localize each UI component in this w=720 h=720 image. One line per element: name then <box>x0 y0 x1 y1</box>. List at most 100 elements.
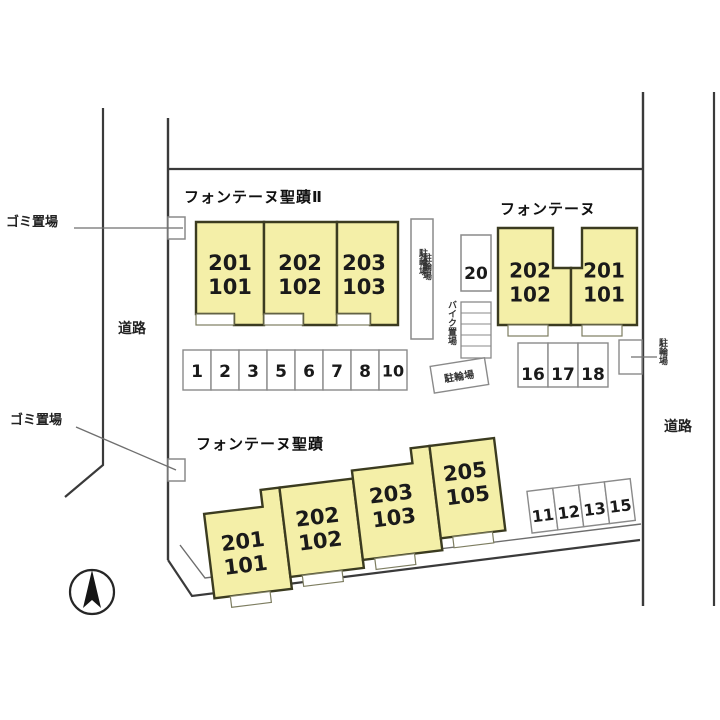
parking-stall[interactable]: 1 <box>182 349 212 391</box>
building-seiseki-2: 201 101 202 102 203 103 フォンテーヌ聖蹟Ⅱ <box>184 188 400 327</box>
building-1-unit-2-lower: 102 <box>297 526 343 555</box>
parking-stall[interactable]: 12 <box>551 484 585 531</box>
bicycle-parking-label: 駐輪場 <box>417 247 428 276</box>
fontaine-unit-2-lower: 101 <box>583 283 625 307</box>
building-2-unit-2-upper: 202 <box>278 251 322 275</box>
parking-stall-label: 15 <box>608 495 632 517</box>
parking-stall-label: 7 <box>331 362 343 382</box>
bicycle-parking-right <box>618 339 657 375</box>
parking-stall-20[interactable]: 20 <box>460 234 492 292</box>
parking-stall-box[interactable] <box>350 349 380 391</box>
parking-stall[interactable]: 2 <box>210 349 240 391</box>
fontaine-unit-2-upper: 201 <box>583 259 625 283</box>
label-gomi-bottom: ゴミ置場 <box>10 413 63 428</box>
parking-stall[interactable]: 6 <box>294 349 324 391</box>
parking-stall-label: 18 <box>581 365 605 385</box>
parking-stall-box[interactable] <box>210 349 240 391</box>
parking-stall[interactable]: 17 <box>547 342 579 388</box>
parking-stall-box[interactable] <box>517 342 549 388</box>
building-1-unit-2 <box>278 477 366 579</box>
fontaine-title: フォンテーヌ <box>500 200 596 218</box>
parking-stall-box[interactable] <box>577 342 609 388</box>
building-2-unit-3-upper: 203 <box>342 251 386 275</box>
parking-stall-label: 10 <box>382 362 404 381</box>
building-1-stoop-1 <box>229 590 273 608</box>
parking-stall-box[interactable] <box>266 349 296 391</box>
site-boundary-south <box>167 538 641 598</box>
fontaine-unit-1-upper: 202 <box>509 259 551 283</box>
label-doro-right: 道路 <box>664 419 692 435</box>
building-1-unit-2-upper: 202 <box>294 503 340 532</box>
building-2-stoop-3 <box>336 313 371 326</box>
motorcycle-parking-box <box>460 301 492 359</box>
building-1-unit-4-lower: 105 <box>445 481 491 510</box>
garbage-leader-bottom <box>75 426 177 471</box>
parking-stall[interactable]: 3 <box>238 349 268 391</box>
parking-stall-label: 13 <box>582 498 606 520</box>
parking-stall-box[interactable] <box>182 349 212 391</box>
building-2-unit-1-lower: 101 <box>208 275 252 299</box>
garbage-box-bottom <box>167 458 186 482</box>
compass-needle <box>83 570 101 608</box>
building-1-unit-1-upper: 201 <box>220 527 266 556</box>
building-2-unit-2-lower: 102 <box>278 275 322 299</box>
parking-stall[interactable]: 11 <box>526 487 559 534</box>
label-baiku-okiba: バイク置場 <box>446 300 456 345</box>
parking-stall-label: 17 <box>551 365 575 385</box>
parking-stall-label: 1 <box>191 362 203 382</box>
fontaine-unit-1-lower: 102 <box>509 283 551 307</box>
parking-stall-label: 5 <box>275 362 287 382</box>
site-boundary-south-inner <box>179 523 642 579</box>
road-line-left-outer-kink <box>64 388 105 498</box>
north-arrow <box>68 568 116 616</box>
parking-row-fontaine: 16 17 18 <box>517 342 609 388</box>
building-1-unit-3-upper: 203 <box>368 479 414 508</box>
parking-stall[interactable]: 15 <box>603 477 637 525</box>
garbage-area-bottom <box>75 426 186 482</box>
building-2-stoop-2 <box>263 313 304 326</box>
building-2-unit-3-lower: 103 <box>342 275 386 299</box>
bicycle-parking-box <box>429 356 490 394</box>
parking-stall-label: 12 <box>557 502 581 524</box>
parking-stall[interactable]: 16 <box>517 342 549 388</box>
building-1-unit-3-lower: 103 <box>371 503 417 532</box>
parking-stall-box[interactable] <box>603 477 637 525</box>
parking-stall-box[interactable] <box>378 349 408 391</box>
parking-stall-box[interactable] <box>294 349 324 391</box>
bicycle-parking-box <box>410 218 434 340</box>
parking-stall[interactable]: 8 <box>350 349 380 391</box>
fontaine-stoop-1 <box>507 324 549 337</box>
parking-stall-box[interactable] <box>460 234 492 292</box>
bicycle-parking-tilted: 駐輪場 <box>429 356 490 394</box>
building-1-stoop-4 <box>452 531 495 549</box>
parking-stall[interactable]: 5 <box>266 349 296 391</box>
building-1-title: フォンテーヌ聖蹟 <box>196 435 324 453</box>
building-1-unit-4-upper: 205 <box>442 457 488 486</box>
building-2-title: フォンテーヌ聖蹟Ⅱ <box>184 188 323 206</box>
parking-stall[interactable]: 10 <box>378 349 408 391</box>
label-doro-left: 道路 <box>118 321 146 337</box>
parking-row-lower: 11 12 13 15 <box>526 477 637 534</box>
label-chuurinjou-center: 駐輪場 <box>421 253 431 280</box>
label-chuurinjou-right: 駐輪場 <box>657 338 667 365</box>
road-network <box>64 92 716 606</box>
motorcycle-parking <box>460 301 492 359</box>
label-gomi-top: ゴミ置場 <box>6 215 59 230</box>
parking-stall[interactable]: 18 <box>577 342 609 388</box>
parking-stall-label: 11 <box>531 505 555 527</box>
parking-stall-label: 3 <box>247 362 259 382</box>
building-seiseki-1: 201 101 202 102 203 103 205 105 <box>202 436 507 608</box>
bicycle-parking-center: 駐輪場 <box>410 218 434 340</box>
building-fontaine: 202 102 201 101 フォンテーヌ <box>496 200 639 337</box>
parking-stall[interactable]: 7 <box>322 349 352 391</box>
parking-stall-label: 16 <box>521 365 545 385</box>
parking-stall[interactable]: 13 <box>577 481 611 528</box>
parking-stall-label: 6 <box>303 362 315 382</box>
building-1-unit-4 <box>428 436 507 540</box>
parking-stall-label: 2 <box>219 362 231 382</box>
parking-stall-box[interactable] <box>322 349 352 391</box>
fontaine-unit-2 <box>569 226 639 327</box>
building-2-unit-1-upper: 201 <box>208 251 252 275</box>
